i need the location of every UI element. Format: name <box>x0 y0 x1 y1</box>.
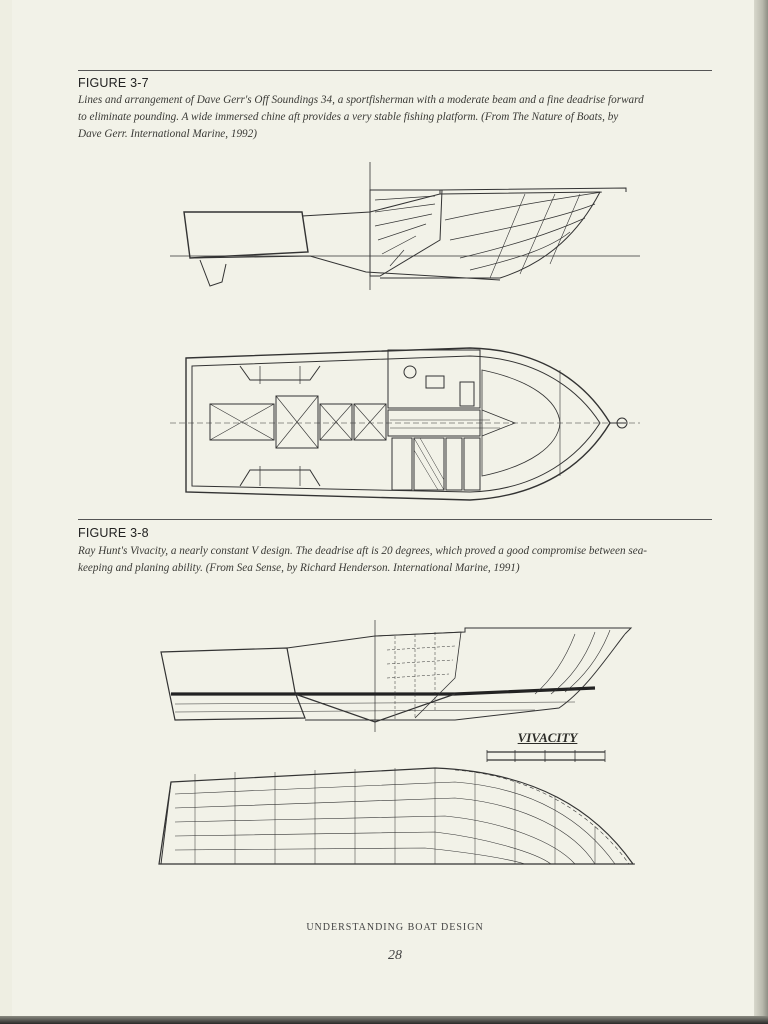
book-page <box>12 0 756 1024</box>
figure-3-7-profile-lines-drawing <box>170 162 640 290</box>
figure-3-7-top-rule <box>78 70 712 71</box>
figure-3-7-caption-line-2: to eliminate pounding. A wide immersed c… <box>78 111 619 123</box>
figure-3-7-caption-line-1: Lines and arrangement of Dave Gerr's Off… <box>78 94 644 106</box>
figure-3-8-profile-lines-drawing <box>160 620 633 732</box>
figure-3-7-label: FIGURE 3-7 <box>78 76 149 90</box>
figure-3-8-label: FIGURE 3-8 <box>78 526 149 540</box>
figure-3-8-caption: Ray Hunt's Vivacity, a nearly constant V… <box>78 543 718 577</box>
figure-3-8-plan-lines-drawing <box>158 767 635 865</box>
figure-3-7-caption-line-3: Dave Gerr. International Marine, 1992) <box>78 128 257 140</box>
running-footer-book-title: UNDERSTANDING BOAT DESIGN <box>306 922 484 933</box>
vivacity-title: VIVACITY <box>517 730 578 745</box>
page-number: 28 <box>388 948 402 963</box>
figure-3-8-top-rule <box>78 519 712 520</box>
vivacity-title-block: VIVACITY <box>485 730 610 773</box>
figure-3-8-caption-line-2: keeping and planing ability. (From Sea S… <box>78 562 520 574</box>
figure-3-8-caption-line-1: Ray Hunt's Vivacity, a nearly constant V… <box>78 545 648 557</box>
book-spine-shadow <box>754 0 768 1024</box>
vivacity-scale-bar <box>486 750 606 762</box>
figure-3-7-arrangement-plan-drawing <box>170 347 640 501</box>
page-bottom-edge <box>0 1016 768 1024</box>
figure-3-7-caption: Lines and arrangement of Dave Gerr's Off… <box>78 92 718 143</box>
